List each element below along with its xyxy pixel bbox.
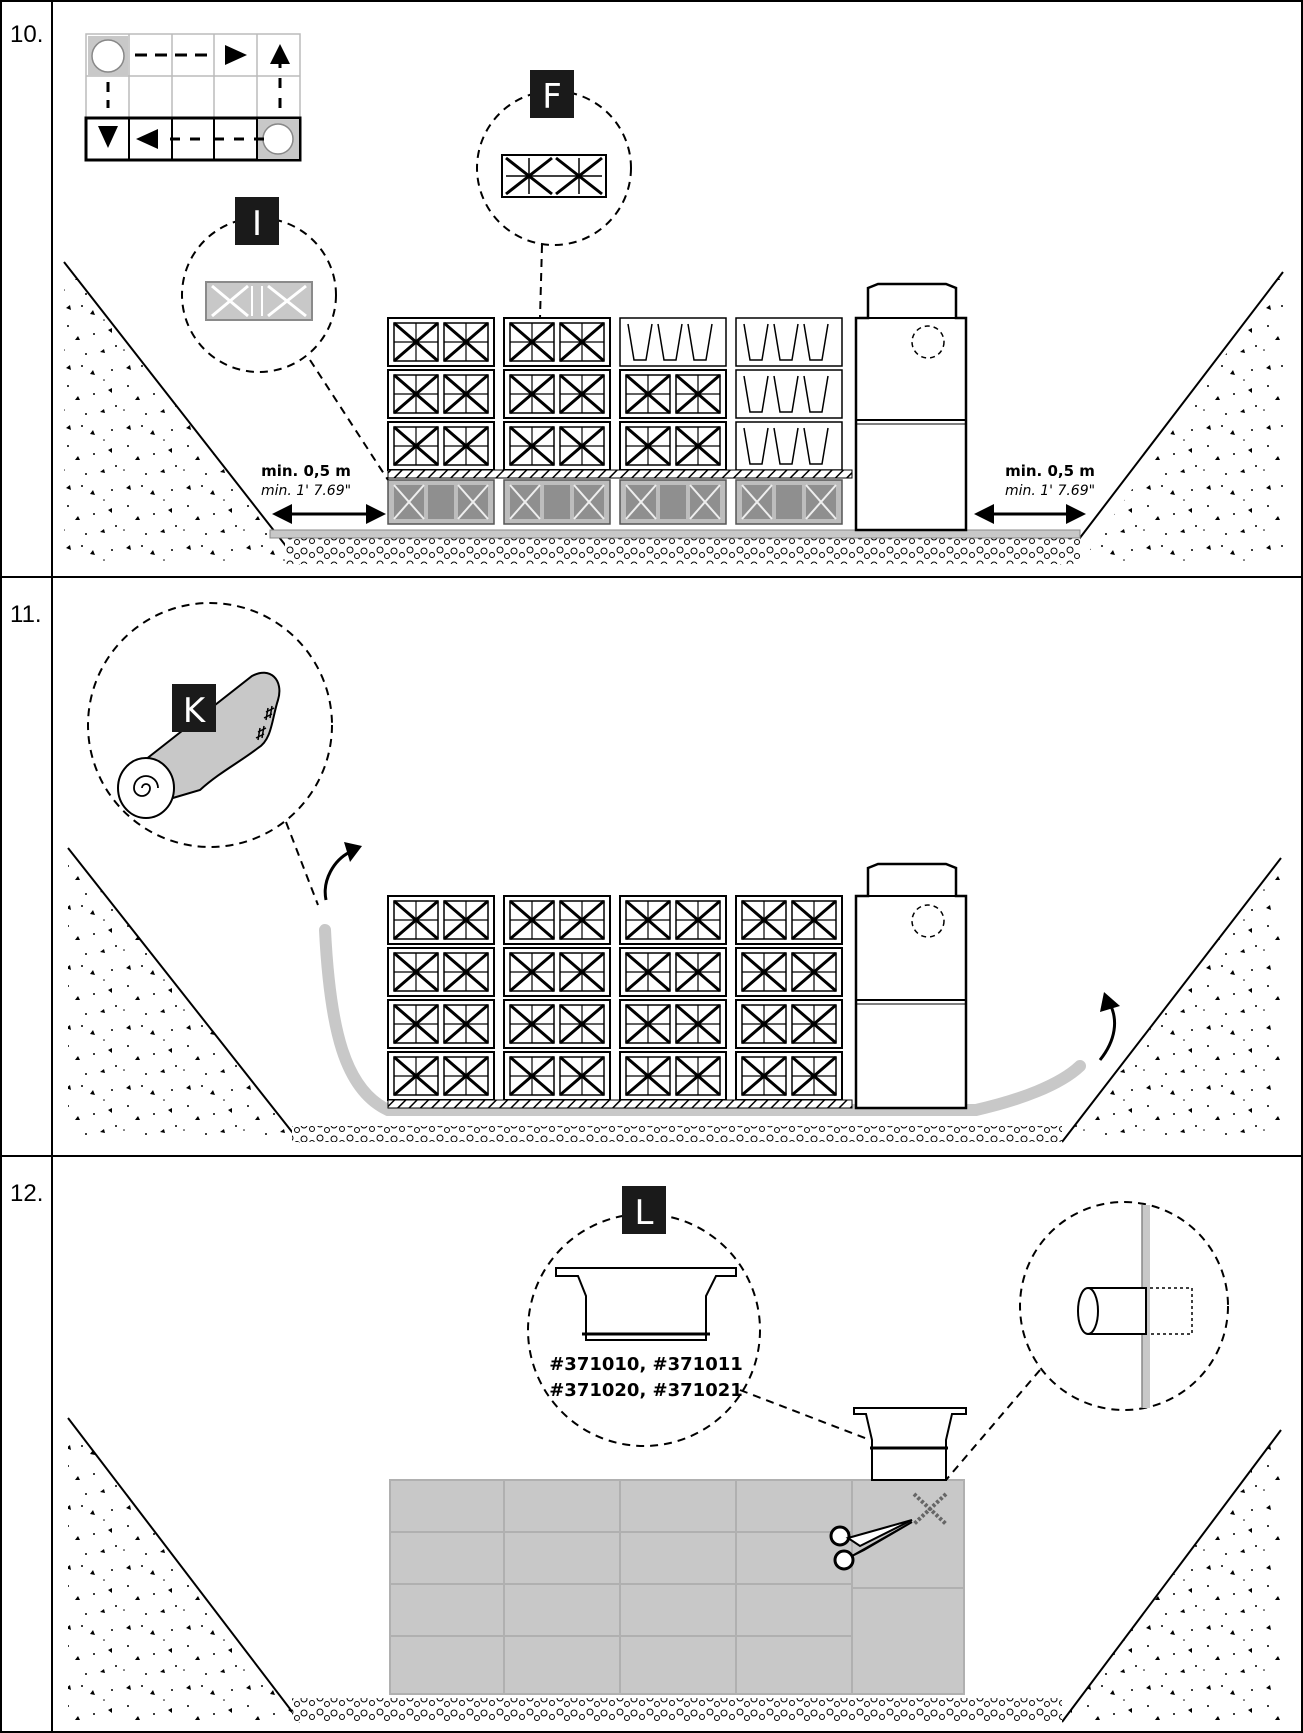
base-plate-icon	[205, 281, 313, 321]
excavation-pit	[63, 261, 1284, 565]
clearance-right: min. 0,5 m min. 1' 7.69"	[974, 462, 1095, 524]
clearance-right-metric: min. 0,5 m	[1005, 462, 1095, 480]
callout-k: K	[87, 602, 333, 906]
excavation-pit-11	[67, 847, 1282, 1143]
inspection-shaft-10	[854, 282, 968, 532]
callout-i: I	[181, 197, 389, 481]
geotextile-roll-icon	[117, 671, 281, 819]
badge-i-label: I	[252, 204, 262, 244]
cut-mark-icon	[912, 1492, 948, 1526]
step-number-10: 10.	[10, 21, 43, 48]
badge-f-label: F	[542, 77, 562, 117]
part-numbers-line2: #371020, #371021	[549, 1380, 743, 1401]
wrap-arrow-right	[1098, 992, 1120, 1061]
panel-step-12: L #371010, #371011 #371020, #371021	[67, 1186, 1282, 1723]
clearance-left: min. 0,5 m min. 1' 7.69"	[261, 462, 386, 524]
pipe-icon	[1077, 1287, 1193, 1335]
badge-k-label: K	[183, 691, 207, 731]
crate-stack-10	[386, 316, 853, 525]
badge-l-label: L	[635, 1193, 654, 1233]
callout-f: F	[476, 70, 632, 319]
wrap-arrow-left	[323, 842, 362, 901]
clearance-left-imperial: min. 1' 7.69"	[261, 483, 351, 499]
wrapped-tank	[389, 1479, 965, 1695]
panel-step-11: K	[67, 602, 1282, 1143]
geogrid-plate-icon	[501, 154, 607, 198]
geotextile-membrane	[319, 924, 1086, 1116]
layout-sequence-grid	[84, 33, 302, 162]
part-numbers-line1: #371010, #371011	[549, 1354, 743, 1375]
shaft-adapter-part-icon	[555, 1267, 737, 1341]
inspection-shaft-11	[854, 862, 968, 1110]
excavation-pit-12	[67, 1417, 1282, 1723]
scissors-icon	[829, 1519, 913, 1571]
step-number-11: 11.	[10, 601, 42, 628]
crate-stack-11	[386, 894, 853, 1109]
step-number-12: 12.	[10, 1180, 43, 1207]
clearance-left-metric: min. 0,5 m	[261, 462, 351, 480]
shaft-adapter	[853, 1407, 967, 1481]
callout-l: L #371010, #371011 #371020, #371021	[527, 1186, 871, 1447]
panel-step-10: F I min. 0,5 m min. 1' 7.69"	[63, 33, 1284, 565]
clearance-right-imperial: min. 1' 7.69"	[1005, 483, 1095, 499]
callout-pipe-connection	[945, 1201, 1229, 1481]
